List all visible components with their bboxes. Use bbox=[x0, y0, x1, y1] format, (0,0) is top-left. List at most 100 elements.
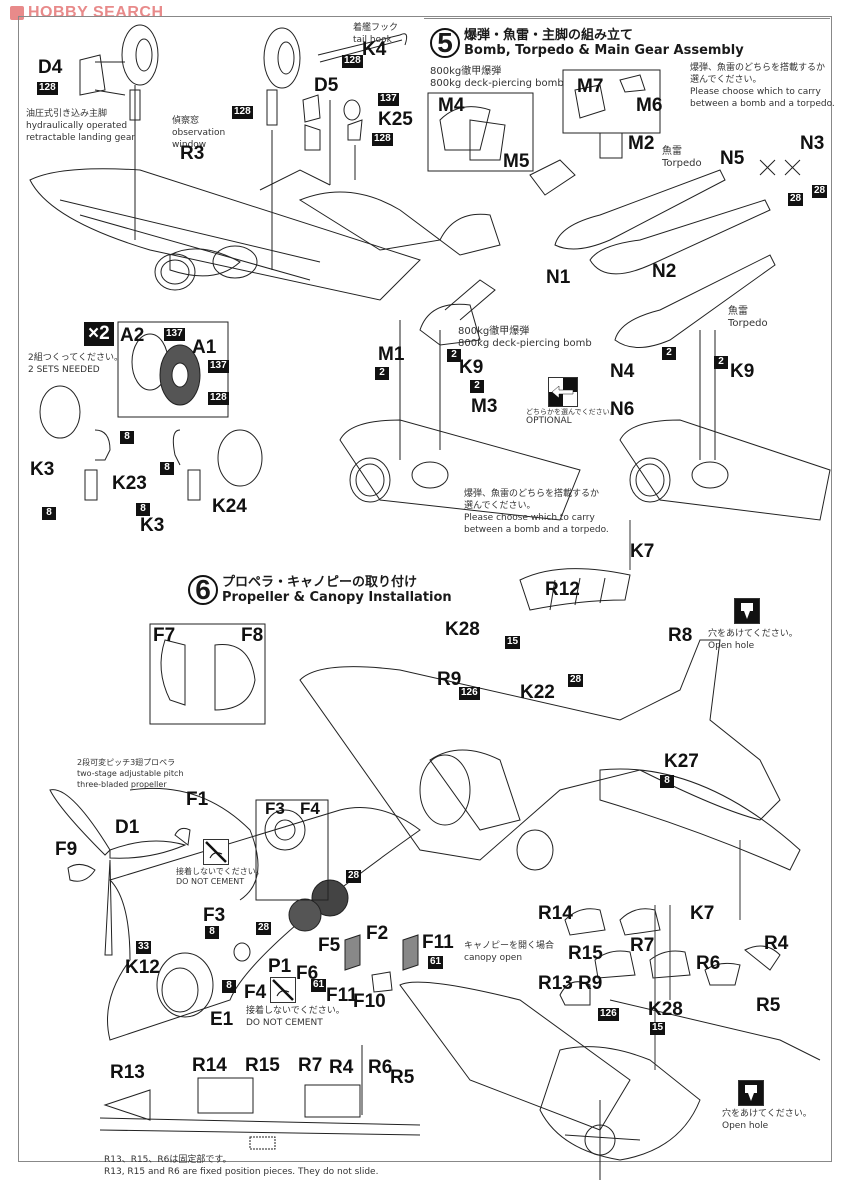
color-code-8: 8 bbox=[660, 775, 674, 788]
part-label-k3: K3 bbox=[30, 459, 55, 480]
part-label-r13-open: R13 bbox=[538, 973, 573, 994]
part-label-f3-detail: F3 bbox=[265, 799, 285, 818]
part-label-r6-open: R6 bbox=[696, 953, 721, 974]
part-label-k28-open: K28 bbox=[648, 999, 683, 1020]
step6-header: 6 プロペラ・キャノピーの取り付け Propeller & Canopy Ins… bbox=[188, 575, 452, 605]
step5-frame bbox=[424, 18, 830, 199]
color-code-128: 128 bbox=[342, 55, 363, 68]
torpedo-label-top: 魚雷 Torpedo bbox=[662, 146, 702, 169]
part-label-r13-side: R13 bbox=[110, 1062, 145, 1083]
part-label-n3: N3 bbox=[800, 133, 825, 154]
step5-title-jp: 爆弾・魚雷・主脚の組み立て bbox=[464, 28, 634, 43]
part-label-r3: R3 bbox=[180, 143, 205, 164]
part-label-f10: F10 bbox=[353, 991, 386, 1012]
part-label-d5: D5 bbox=[314, 75, 339, 96]
canopy-side-view-drawing bbox=[99, 1045, 421, 1150]
part-label-r7-side: R7 bbox=[298, 1055, 323, 1076]
choose-note-mid: 爆弾、魚雷のどちらを搭載するか選んでください。 Please choose wh… bbox=[464, 489, 609, 535]
open-hole-note-bottom: 穴をあけてください。 Open hole bbox=[722, 1109, 812, 1131]
part-label-m2: M2 bbox=[628, 133, 655, 154]
cowling-detail-drawing bbox=[149, 623, 266, 725]
part-label-a1: A1 bbox=[192, 337, 217, 358]
part-label-r12: R12 bbox=[545, 579, 580, 600]
part-label-r15-side: R15 bbox=[245, 1055, 280, 1076]
color-code-128: 128 bbox=[372, 133, 393, 146]
canopy-open-drawing bbox=[399, 908, 821, 1180]
part-label-d4: D4 bbox=[38, 57, 63, 78]
color-code-2: 2 bbox=[375, 367, 389, 380]
part-label-f2: F2 bbox=[366, 923, 389, 944]
part-label-n1: N1 bbox=[546, 267, 571, 288]
part-label-k22: K22 bbox=[520, 682, 555, 703]
color-code-61: 61 bbox=[311, 979, 327, 992]
part-label-r9-open: R9 bbox=[578, 973, 603, 994]
part-label-k7-open: K7 bbox=[690, 903, 715, 924]
color-code-28: 28 bbox=[346, 870, 362, 883]
color-code-128: 128 bbox=[208, 392, 229, 405]
part-label-r6-side: R6 bbox=[368, 1057, 393, 1078]
part-label-r4-open: R4 bbox=[764, 933, 789, 954]
propeller-note: 2段可変ピッチ3翅プロペラ two-stage adjustable pitch… bbox=[77, 758, 184, 789]
step5-header: 5 爆弾・魚雷・主脚の組み立て Bomb, Torpedo & Main Gea… bbox=[430, 28, 744, 58]
part-label-f11b: F11 bbox=[326, 985, 358, 1006]
part-label-r9: R9 bbox=[437, 669, 462, 690]
optional-note: どちらかを選んでください。 OPTIONAL bbox=[526, 408, 617, 426]
part-label-k25: K25 bbox=[378, 109, 413, 130]
part-label-d1: D1 bbox=[115, 817, 140, 838]
part-label-f11: F11 bbox=[422, 932, 454, 953]
page-frame bbox=[18, 16, 832, 1162]
part-label-k4: K4 bbox=[362, 39, 387, 60]
torpedo-label-mid: 魚雷 Torpedo bbox=[728, 306, 768, 329]
color-code-28: 28 bbox=[568, 674, 584, 687]
color-code-15: 15 bbox=[650, 1022, 666, 1035]
part-label-k7: K7 bbox=[630, 541, 655, 562]
wheel-detail-drawing bbox=[39, 321, 263, 501]
part-label-f4-detail: F4 bbox=[300, 799, 320, 818]
color-code-8: 8 bbox=[160, 462, 174, 475]
color-code-33: 33 bbox=[136, 941, 152, 954]
color-code-8: 8 bbox=[205, 926, 219, 939]
part-label-r14-open: R14 bbox=[538, 903, 573, 924]
main-wheel-right-drawing bbox=[263, 27, 408, 270]
part-label-r14-side: R14 bbox=[192, 1055, 227, 1076]
hydraulic-gear-note: 油圧式引き込み主脚 hydraulically operated retract… bbox=[26, 109, 136, 143]
propeller-drawing bbox=[49, 787, 329, 956]
step5-title-en: Bomb, Torpedo & Main Gear Assembly bbox=[464, 43, 744, 58]
color-code-8: 8 bbox=[120, 431, 134, 444]
wing-underside-drawing bbox=[29, 168, 442, 301]
part-label-f9: F9 bbox=[55, 839, 78, 860]
part-label-k24: K24 bbox=[212, 496, 247, 517]
fixed-pieces-note: R13、R15、R6は固定部です。 R13, R15 and R6 are fi… bbox=[104, 1155, 379, 1177]
open-hole-note-top: 穴をあけてください。 Open hole bbox=[708, 629, 798, 651]
part-label-k28: K28 bbox=[445, 619, 480, 640]
drill-hole-icon bbox=[734, 598, 760, 624]
part-label-m1: M1 bbox=[378, 344, 405, 365]
part-label-r5-side: R5 bbox=[390, 1067, 415, 1088]
drill-hole-icon-2 bbox=[738, 1080, 764, 1106]
part-label-m3: M3 bbox=[471, 396, 498, 417]
part-label-f8: F8 bbox=[241, 625, 264, 646]
color-code-15: 15 bbox=[505, 636, 521, 649]
canopy-open-note: キャノピーを開く場合 canopy open bbox=[464, 941, 555, 963]
part-label-r8: R8 bbox=[668, 625, 693, 646]
part-label-a2: A2 bbox=[120, 325, 145, 346]
part-label-m6: M6 bbox=[636, 95, 663, 116]
part-label-f6: F6 bbox=[296, 963, 319, 984]
color-code-2: 2 bbox=[714, 356, 728, 369]
color-code-28: 28 bbox=[788, 193, 804, 206]
part-label-e1: E1 bbox=[210, 1009, 234, 1030]
color-code-28: 28 bbox=[812, 185, 828, 198]
part-label-n4: N4 bbox=[610, 361, 635, 382]
color-code-126: 126 bbox=[598, 1008, 619, 1021]
tailhook-note: 着艦フック tail hook bbox=[353, 23, 399, 45]
part-label-n2: N2 bbox=[652, 261, 677, 282]
bomb-label-top: 800kg徹甲爆弾 800kg deck-piercing bomb bbox=[430, 66, 564, 89]
do-not-cement-icon-2 bbox=[270, 977, 296, 1003]
bomb-label-mid: 800kg徹甲爆弾 800kg deck-piercing bomb bbox=[458, 326, 592, 349]
part-label-f4: F4 bbox=[244, 982, 267, 1003]
color-code-137: 137 bbox=[378, 93, 399, 106]
part-label-f3: F3 bbox=[203, 905, 226, 926]
engine-exploded-drawing bbox=[107, 807, 421, 1041]
step6-number: 6 bbox=[188, 575, 218, 605]
part-label-n5: N5 bbox=[720, 148, 745, 169]
